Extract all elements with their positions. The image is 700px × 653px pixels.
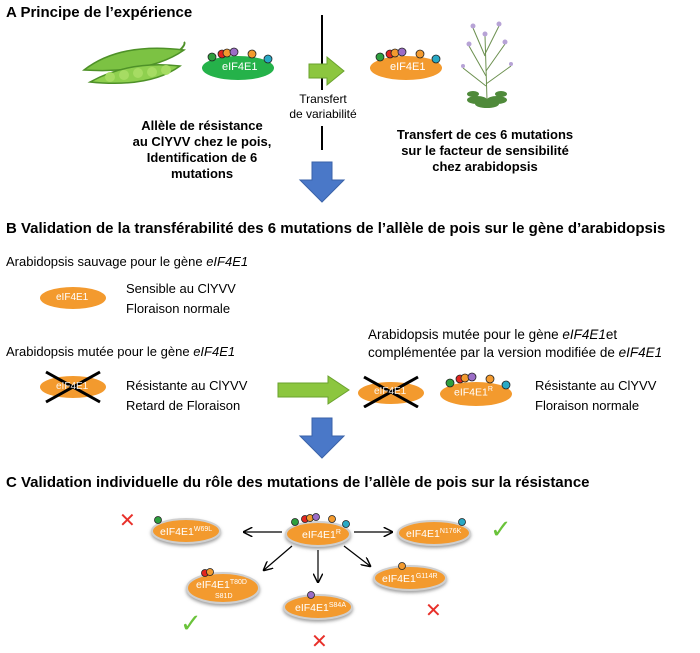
check-icon: ✓ (490, 514, 512, 544)
mutation-dot (431, 54, 441, 64)
complemented-mutant-label: eIF4E1 (374, 386, 407, 397)
green-protein-label: eIF4E1 (222, 61, 258, 73)
variant-s84a-label: eIF4E1S84A (295, 602, 346, 614)
wild-type-heading: Arabidopsis sauvage pour le gène eIF4E1 (6, 254, 249, 269)
mutation-dot (206, 568, 214, 576)
mutation-dot (207, 52, 217, 62)
cross-icon: ✕ (425, 600, 442, 622)
mutant-status: Résistante au ClYVV Retard de Floraison (126, 378, 248, 413)
orange-protein-diagram (370, 47, 442, 80)
variant-t80d-s81d-label: eIF4E1T80D (196, 579, 247, 591)
mutant-heading: Arabidopsis mutée pour le gène eIF4E1 (6, 344, 236, 359)
mutation-dot (154, 516, 162, 524)
mutation-dot (263, 54, 273, 64)
pea-description: Allèle de résistance au ClYVV chez le po… (132, 118, 272, 181)
variant-g114r (373, 565, 447, 591)
section-a-title: A Principe de l’expérience (6, 4, 193, 21)
variant-w69l (151, 518, 221, 544)
arrow-to-t80d (264, 545, 293, 570)
variant-t80d-s81d (186, 572, 260, 604)
mutation-dot (291, 518, 299, 526)
variant-s84a (283, 594, 353, 620)
mutation-dot (467, 372, 477, 382)
green-protein-diagram (202, 47, 274, 80)
arabidopsis-description: Transfert de ces 6 mutations sur le fact… (396, 127, 574, 174)
wild-status: Sensible au ClYVV Floraison normale (126, 281, 236, 316)
down-arrow-b (298, 417, 346, 459)
mutation-dot (415, 49, 425, 59)
orange-protein-label: eIF4E1 (390, 61, 426, 73)
complemented-protein-diagram (440, 372, 512, 406)
check-icon: ✓ (180, 608, 202, 638)
section-b-title: B Validation de la transférabilité des 6… (6, 220, 666, 237)
variant-n176k (397, 520, 471, 546)
mutation-dot (229, 47, 239, 57)
mutant-protein-label: eIF4E1 (56, 381, 89, 392)
variant-t80d-s81d-sup2: S81D (215, 593, 233, 600)
divider-line-top (321, 15, 323, 90)
variant-w69l-label: eIF4E1W69L (160, 526, 212, 538)
mutation-dot (445, 378, 455, 388)
pea-pod-image (81, 41, 187, 85)
individual-validation-diagram: eIF4E1R eIF4E1W69L ✕ eIF4E1N176K ✓ eIF4E… (119, 510, 512, 653)
mutation-dot (307, 591, 315, 599)
variant-g114r-label: eIF4E1G114R (382, 573, 438, 585)
mutation-dot (328, 515, 336, 523)
center-protein (285, 521, 351, 547)
mutant-protein-diagram (40, 370, 106, 404)
mutation-dot (398, 562, 406, 570)
section-c-title: C Validation individuelle du rôle des mu… (6, 474, 590, 491)
mutation-dot (501, 380, 511, 390)
variant-n176k-label: eIF4E1N176K (406, 528, 462, 540)
wild-protein-label: eIF4E1 (56, 292, 89, 303)
complemented-status: Résistante au ClYVV Floraison normale (535, 378, 657, 413)
complemented-heading: Arabidopsis mutée pour le gène eIF4E1et … (368, 327, 663, 360)
down-arrow-a (298, 161, 346, 203)
cross-icon: ✕ (119, 510, 136, 532)
complementation-arrow (277, 375, 350, 405)
transfer-label: Transfert de variabilité (289, 92, 357, 121)
mutation-dot (397, 47, 407, 57)
complemented-protein-label: eIF4E1R (454, 386, 493, 399)
transfer-arrow (308, 55, 345, 87)
arrow-to-g114r (343, 545, 370, 566)
mutation-dot (247, 49, 257, 59)
wild-protein-diagram (40, 287, 106, 309)
mutation-dot (312, 513, 320, 521)
center-protein-label: eIF4E1R (302, 529, 341, 541)
mutation-dot (375, 52, 385, 62)
complemented-mutant-diagram (358, 375, 424, 408)
mutation-dot (485, 374, 495, 384)
cross-icon: ✕ (311, 631, 328, 653)
divider-line-bottom (321, 126, 323, 150)
mutation-dot (342, 520, 350, 528)
arabidopsis-image (461, 21, 513, 108)
mutation-dot (458, 518, 466, 526)
